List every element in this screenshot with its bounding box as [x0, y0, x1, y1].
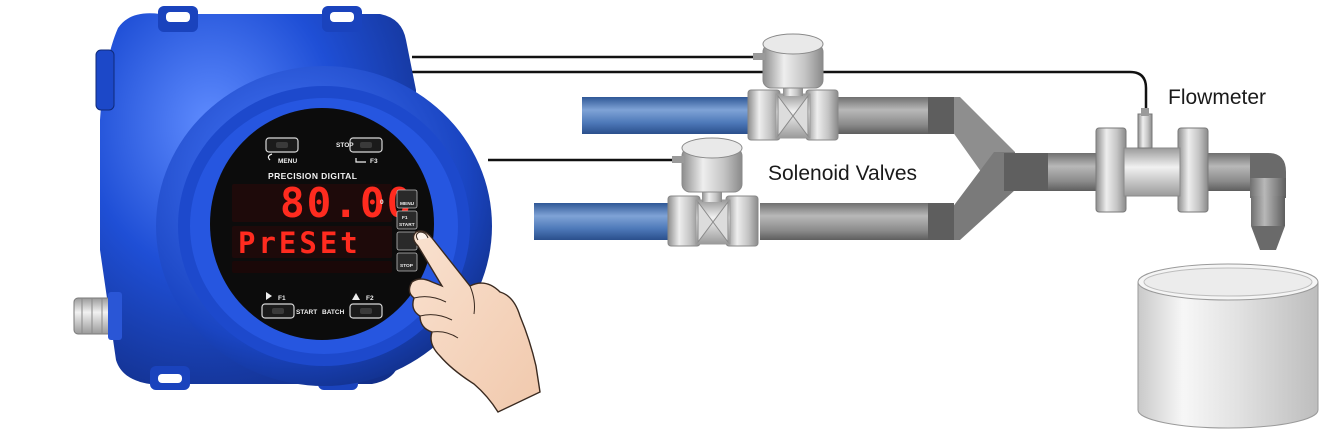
side-stop-key-label: STOP — [400, 263, 414, 269]
bottom-display-value: PrESEt — [238, 226, 361, 260]
pointing-hand-icon — [408, 230, 541, 413]
bottom-display — [232, 226, 392, 258]
stop-key-label: STOP — [336, 142, 354, 149]
meter-faceplate: PRECISION DIGITAL 80.00 0 PrESEt — [232, 171, 413, 273]
lower-blue-pipe — [534, 203, 674, 240]
brand-label: PRECISION DIGITAL — [268, 171, 357, 181]
side-menu-key[interactable]: MENU — [396, 189, 418, 209]
batch-controller-enclosure — [73, 6, 492, 390]
play-icon — [266, 292, 272, 300]
upper-solenoid-valve — [747, 33, 839, 141]
up-arrow-icon — [352, 293, 360, 300]
lower-solenoid-valve — [667, 137, 759, 247]
signal-wires — [412, 55, 1148, 162]
return-arrow-icon — [355, 158, 366, 163]
f1-start-key[interactable]: F1 START — [261, 292, 317, 319]
flowmeter-device — [1095, 108, 1209, 213]
upper-blue-pipe — [582, 97, 752, 134]
side-menu-key-label: MENU — [400, 201, 415, 207]
stop-f3-key[interactable]: STOP F3 — [336, 137, 383, 165]
side-start-key-label: START — [399, 222, 415, 228]
f3-key-label: F3 — [370, 158, 378, 165]
batch-key-label: BATCH — [322, 309, 345, 316]
gray-pipe-network — [760, 97, 1286, 250]
f2-batch-key[interactable]: F2 BATCH — [322, 293, 383, 319]
collection-tank — [1137, 263, 1319, 429]
unit-indicator: 0 — [380, 199, 384, 206]
top-display — [232, 184, 392, 222]
menu-key-label: MENU — [278, 158, 297, 165]
top-display-value: 80.00 — [280, 179, 413, 227]
menu-arrow-icon — [267, 153, 273, 161]
side-f1-start-key[interactable]: F1 START — [396, 210, 418, 230]
f1-key-label: F1 — [278, 295, 286, 302]
solenoid-valves-label: Solenoid Valves — [768, 162, 917, 185]
flowmeter-label: Flowmeter — [1168, 86, 1266, 109]
f2-key-label: F2 — [366, 295, 374, 302]
side-f1-key-label: F1 — [402, 215, 408, 221]
start-key-label: START — [296, 309, 317, 316]
menu-key[interactable]: MENU — [265, 137, 299, 165]
side-f3-stop-key[interactable]: STOP — [396, 252, 418, 272]
